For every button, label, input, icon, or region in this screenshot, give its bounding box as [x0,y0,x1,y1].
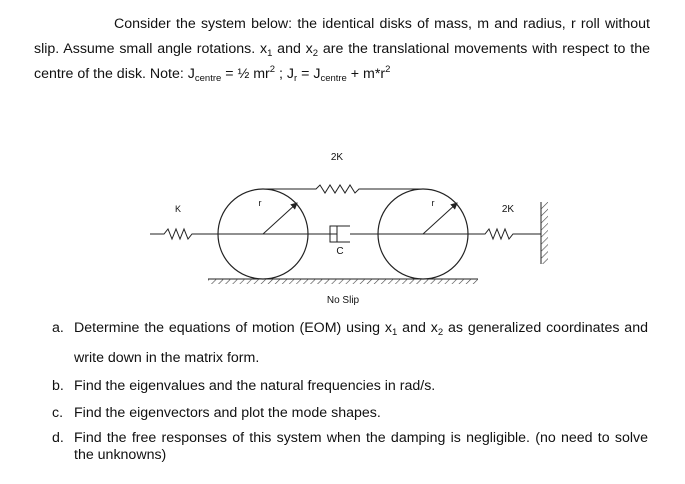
question-a: a. Determine the equations of motion (EOM… [52,313,648,373]
problem-statement: Consider the system below: the identical… [34,12,650,87]
damper-label: C [336,246,343,257]
left-radius-label: r [259,198,262,208]
left-spring-label: K [175,204,181,214]
right-wall [540,202,548,264]
question-d-marker: d. [52,430,64,446]
question-a-sub-1: 1 [392,327,398,338]
top-spring-label: 2K [331,152,344,163]
squared-superscript-2: 2 [385,64,391,75]
intro-text-3: are the translational movements with res… [34,41,650,82]
question-a-text-2: and x [397,320,438,336]
squared-superscript-1: 2 [269,64,276,75]
question-a-text-1: Determine the equations of motion (EOM) … [74,320,393,336]
problem-intro-paragraph: Consider the system below: the identical… [34,12,650,87]
two-disk-system-diagram: 2K K 2K C r r No Slip [150,152,548,306]
right-spring-label: 2K [502,204,515,215]
intro-text-4: = ½ mr [221,66,270,82]
question-d-text: Find the free responses of this system w… [74,430,648,463]
ground [208,278,478,284]
question-list: a. Determine the equations of motion (EOM… [52,313,648,464]
damper [263,225,423,243]
intro-text-2: and x [272,41,313,57]
intro-text-1: Consider the system below: the identical… [34,16,650,57]
right-radius-label: r [432,198,435,208]
jr-subscript: r [294,73,298,84]
question-c-text: Find the eigenvectors and plot the mode … [74,405,381,421]
question-a-sub-2: 2 [437,327,444,338]
question-a-marker: a. [52,320,64,336]
top-spring [263,184,423,194]
jcentre-subscript-2: centre [320,73,347,84]
x1-subscript: 1 [267,48,273,59]
intro-text-7: + m*r [346,66,386,82]
question-a-text-3: as generalized coordinates and write dow… [74,320,648,366]
jcentre-subscript: centre [194,73,222,84]
left-spring [150,227,220,241]
question-c-marker: c. [52,405,64,421]
system-figure: 2K K 2K C r r No Slip [150,140,550,315]
intro-text-6: = J [297,66,321,82]
intro-text-5: ; J [275,66,294,82]
question-c: c. Find the eigenvectors and plot the mod… [52,402,648,424]
question-b: b. Find the eigenvalues and the natural f… [52,375,648,397]
question-d: d. Find the free responses of this system… [52,430,648,464]
question-b-marker: b. [52,378,64,394]
x2-subscript: 2 [312,48,319,59]
question-b-text: Find the eigenvalues and the natural fre… [74,378,436,394]
no-slip-label: No Slip [327,295,360,306]
right-spring [465,227,541,241]
